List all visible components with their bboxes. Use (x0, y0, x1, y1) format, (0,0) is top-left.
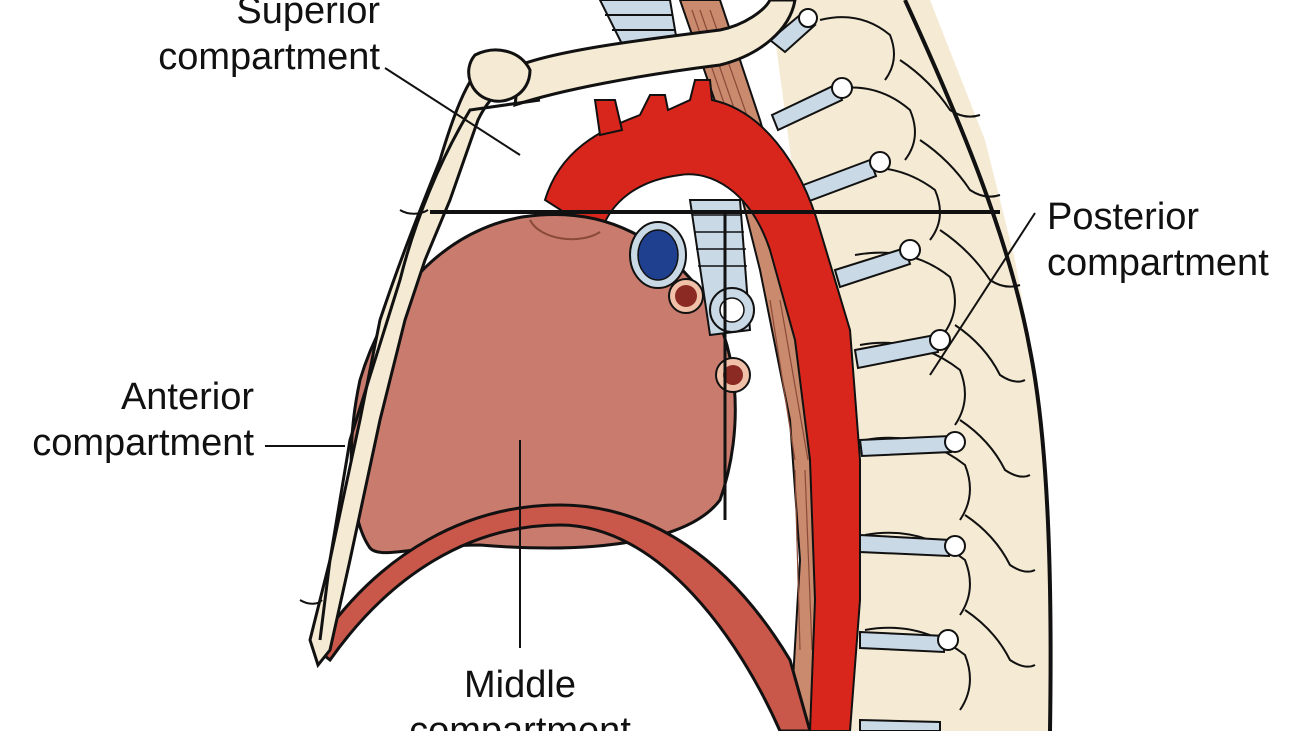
label-anterior-line1: Anterior (0, 374, 254, 420)
label-superior-line1: Superior (120, 0, 380, 34)
label-superior-line2: compartment (120, 34, 380, 80)
label-posterior-compartment: Posterior compartment (1047, 194, 1297, 286)
label-middle-compartment: Middle compartment (380, 662, 660, 731)
label-superior-compartment: Superior compartment (120, 0, 380, 80)
label-posterior-line2: compartment (1047, 240, 1297, 286)
label-anterior-compartment: Anterior compartment (0, 374, 254, 466)
label-anterior-line2: compartment (0, 420, 254, 466)
label-posterior-line1: Posterior (1047, 194, 1297, 240)
label-middle-line1: Middle (380, 662, 660, 708)
label-middle-line2: compartment (380, 708, 660, 731)
